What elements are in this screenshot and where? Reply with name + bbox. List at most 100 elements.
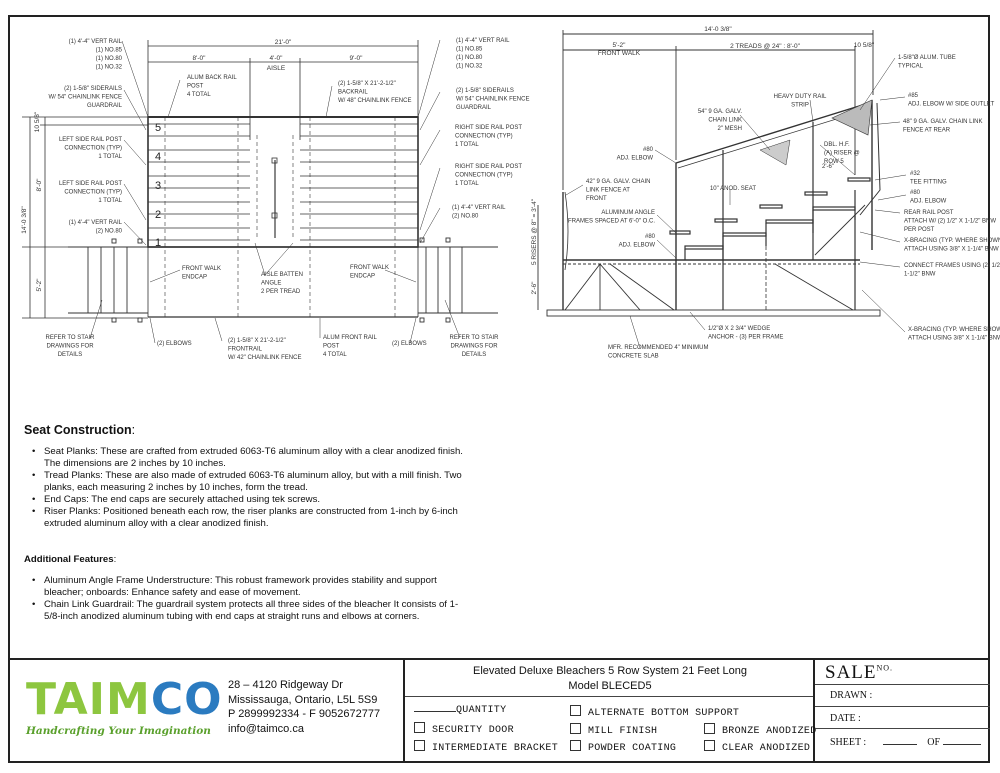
callout-line: HEAVY DUTY RAIL [774, 94, 827, 100]
callout-line: ADJ. ELBOW [617, 156, 654, 162]
drawing-title: Elevated Deluxe Bleachers 5 Row System 2… [405, 664, 815, 694]
divider [815, 706, 990, 707]
dim-deck: 2'-6" [531, 281, 538, 295]
callout-line: (1) NO.80 [456, 55, 483, 61]
callout-line: W/ 54" CHAINLINK FENCE [456, 97, 529, 103]
divider [813, 660, 815, 763]
callout: 10" ANOD. SEAT [710, 186, 756, 192]
callout-line: POST [187, 84, 204, 90]
dim-risers: 5 RISERS @ 8" = 3'-4" [531, 198, 538, 265]
walk-label: FRONT WALK [598, 50, 641, 57]
divider [405, 696, 813, 697]
date-field: DATE : [830, 713, 861, 724]
alternate-bottom-support-checkbox[interactable]: ALTERNATE BOTTOM SUPPORT [570, 705, 739, 719]
callout-line: (2) 1-5/8" SIDERAILS [456, 88, 514, 94]
row-number: 4 [155, 151, 161, 163]
callout-line: CONCRETE SLAB [608, 354, 659, 360]
clear-anodized-checkbox[interactable]: CLEAR ANODIZED [704, 740, 810, 754]
callout-line: #85 [908, 93, 919, 99]
callout-line: (1) 4'-4" VERT RAIL [456, 38, 510, 44]
callout-line: BACKRAIL [338, 90, 368, 96]
callout-line: CONNECTION (TYP) [455, 173, 513, 179]
dim-rear: 10 5/8" [854, 42, 875, 49]
callout-line: (A) RISER @ [824, 151, 860, 157]
callout-line: CHAIN LINK [708, 118, 742, 124]
callout-line: PER POST [904, 227, 935, 233]
callout-line: GUARDRAIL [456, 105, 492, 111]
intermediate-bracket-checkbox[interactable]: INTERMEDIATE BRACKET [414, 740, 558, 754]
callout-line: CONNECTION (TYP) [455, 134, 513, 140]
plan-view [22, 39, 498, 344]
callout-line: #80 [643, 147, 654, 153]
dim-aisle: 4'-0" [270, 55, 284, 62]
callout-line: FENCE AT REAR [903, 128, 951, 134]
construction-notes: Seat Construction: Seat Planks: These ar… [24, 424, 474, 623]
callout-line: 42" 9 GA. GALV. CHAIN [586, 179, 651, 185]
callout-line: W/ 48" CHAINLINK FENCE [338, 98, 411, 104]
callout-line: ATTACH USING 3/8" X 1-1/4" BNW [904, 247, 999, 253]
dim-overall: 21'-0" [275, 39, 292, 46]
callout-line: X-BRACING (TYP. WHERE SHOWN) [908, 327, 1000, 333]
callout-line: (1) NO.85 [456, 47, 483, 53]
callout-line: (2) 1-5/8" X 21'-2-1/2" [338, 81, 396, 87]
page-border [8, 15, 990, 763]
title-block: TAIMCO Handcrafting Your Imagination 28 … [8, 658, 990, 763]
callout-line: W/ 54" CHAINLINK FENCE [49, 95, 122, 101]
quantity-field[interactable]: QUANTITY [414, 705, 506, 716]
drawings: 1 2 3 4 5 21'-0" 8'-0" 4'-0" AISLE 9'-0"… [21, 26, 1000, 361]
callout-line: REAR RAIL POST [904, 210, 954, 216]
callout-line: 1 TOTAL [455, 181, 479, 187]
callout-line: ATTACH USING 3/8" X 1-1/4" BNW [908, 336, 1000, 342]
callout-line: LINK FENCE AT [586, 188, 630, 194]
callout-line: 2'-6" [822, 164, 834, 170]
drawn-field: DRAWN : [830, 690, 873, 701]
callout-line: DETAILS [58, 352, 83, 358]
callout-line: 2 PER TREAD [261, 289, 301, 295]
callout-line: TEE FITTING [910, 180, 947, 186]
bronze-anodized-checkbox[interactable]: BRONZE ANODIZED [704, 723, 817, 737]
callout-line: (2) 1-5/8" X 21'-2-1/2" [228, 338, 286, 344]
callout-line: FRAMES SPACED AT 6'-0" O.C. [568, 219, 655, 225]
callout-line: CONNECT FRAMES USING (2) 1/2" X [904, 263, 1000, 269]
callout-line: (1) 4'-4" VERT RAIL [69, 39, 123, 45]
mill-finish-checkbox[interactable]: MILL FINISH [570, 723, 657, 737]
callout-line: STRIP [791, 103, 809, 109]
callout-line: REFER TO STAIR [45, 335, 95, 341]
callout: (1) 4'-4" VERT RAIL(1) NO.85(1) NO.80(1)… [456, 38, 510, 70]
list-item: Chain Link Guardrail: The guardrail syst… [32, 599, 474, 623]
callout-line: (2) NO.80 [452, 214, 479, 220]
logo-tagline: Handcrafting Your Imagination [26, 725, 211, 737]
additional-features-heading: Additional Features: [24, 554, 117, 565]
callout-line: ADJ. ELBOW W/ SIDE OUTLET [908, 102, 995, 108]
list-item: Riser Planks: Positioned beneath each ro… [32, 506, 474, 530]
callout-line: ALUMINUM ANGLE [601, 210, 655, 216]
callout-line: ATTACH W/ (2) 1/2" X 1-1/2" BNW [904, 219, 996, 225]
powder-coating-checkbox[interactable]: POWDER COATING [570, 740, 676, 754]
callout-line: #80 [645, 234, 656, 240]
callout: (2) ELBOWS [392, 341, 427, 347]
callout-line: REFER TO STAIR [449, 335, 499, 341]
callout: X-BRACING (TYP. WHERE SHOWN)ATTACH USING… [904, 238, 1000, 253]
callout-line: #32 [910, 171, 921, 177]
callout-line: CONNECTION (TYP) [64, 190, 122, 196]
security-door-checkbox[interactable]: SECURITY DOOR [414, 722, 514, 736]
callout-line: 48" 9 GA. GALV. CHAIN LINK [903, 119, 983, 125]
model-number: Model BLECED5 [568, 680, 652, 692]
callout-line: 10" ANOD. SEAT [710, 186, 756, 192]
callout-line: 1 TOTAL [455, 142, 479, 148]
list-item: End Caps: The end caps are securely atta… [32, 494, 474, 506]
callout: HEAVY DUTY RAIL STRIP [774, 94, 827, 109]
side-dimensions: 14'-0 3/8" 5'-2" FRONT WALK 2 TREADS @ 2… [531, 26, 875, 294]
